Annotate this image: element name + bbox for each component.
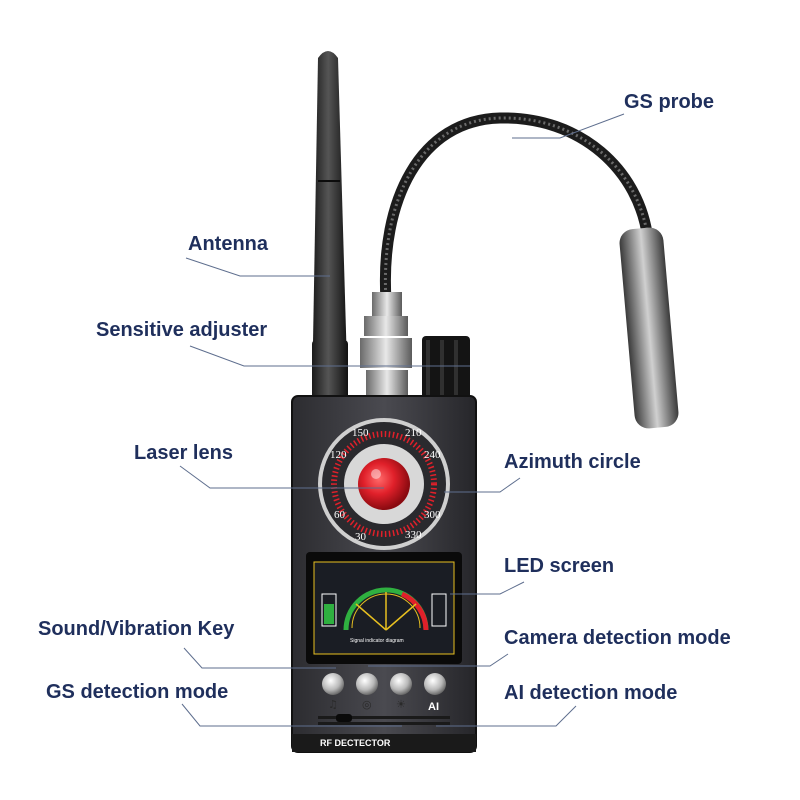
gs-probe (379, 112, 679, 429)
callout-laser-lens: Laser lens (134, 442, 233, 464)
leader-azimuth-circle (444, 477, 521, 493)
azimuth-tick: 240 (424, 449, 441, 461)
callout-sensitive-adjuster: Sensitive adjuster (96, 319, 268, 341)
azimuth-tick: 210 (405, 427, 422, 439)
device-body (291, 395, 477, 753)
azimuth-tick: 300 (424, 509, 441, 521)
leader-gs-probe (512, 113, 625, 139)
callout-gs-probe: GS probe (624, 91, 715, 113)
camera-icon: ◎ (362, 698, 372, 711)
callout-ai-detection-mode: AI detection mode (504, 682, 678, 704)
control-buttons: ♫ ◎ ☀ AI (322, 673, 446, 713)
azimuth-tick: 150 (352, 427, 369, 439)
led-screen: Signal indicator diagram (306, 552, 462, 664)
leader-ai-detection (436, 705, 577, 727)
azimuth-tick: 60 (334, 509, 346, 521)
speaker-grill (318, 714, 450, 725)
callout-gs-detection-mode: GS detection mode (46, 681, 229, 703)
leader-camera-detection (368, 653, 509, 667)
ai-button-label: AI (428, 701, 439, 713)
antenna (312, 51, 348, 400)
azimuth-labels: 120 150 210 240 300 330 30 60 (330, 427, 441, 543)
azimuth-tick: 120 (330, 449, 347, 461)
leader-laser-lens (179, 465, 384, 489)
ai-detection-button (424, 673, 446, 695)
leader-sensitive-adjuster (189, 345, 470, 367)
leader-gs-detection (181, 703, 402, 727)
callout-antenna: Antenna (188, 233, 268, 255)
leader-led-screen (450, 581, 525, 595)
sun-icon: ☀ (396, 698, 406, 711)
camera-detection-button (356, 673, 378, 695)
screen-caption: Signal indicator diagram (350, 638, 404, 644)
azimuth-tick: 30 (355, 531, 367, 543)
probe-connector (360, 292, 412, 400)
brand-label: RF DECTECTOR (320, 738, 391, 748)
sensitivity-knob (422, 336, 470, 400)
brand-strip: RF DECTECTOR (292, 734, 476, 752)
leader-sound-vibration (183, 647, 336, 669)
azimuth-tick: 330 (405, 529, 422, 541)
azimuth-ring (318, 418, 450, 550)
callout-camera-detection-mode: Camera detection mode (504, 627, 731, 649)
bell-off-icon: ♫ (328, 698, 338, 711)
leader-antenna (185, 257, 330, 277)
callout-azimuth-circle: Azimuth circle (504, 451, 641, 473)
gs-detection-button (390, 673, 412, 695)
sound-vibration-button (322, 673, 344, 695)
callout-sound-vibration-key: Sound/Vibration Key (38, 618, 235, 640)
callout-led-screen: LED screen (504, 555, 615, 577)
laser-lens (358, 458, 410, 510)
